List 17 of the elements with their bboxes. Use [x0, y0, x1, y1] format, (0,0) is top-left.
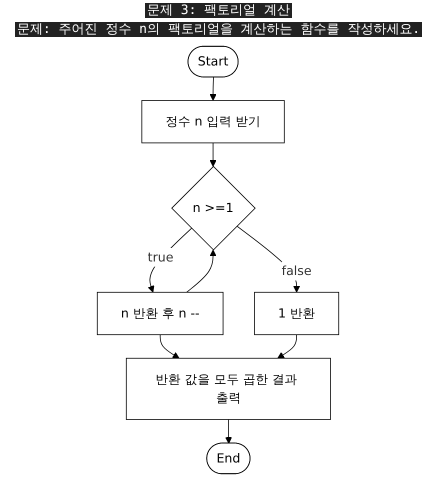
edge-label: true [148, 250, 174, 264]
arrow [210, 76, 217, 101]
problem-text: 문제: 주어진 정수 n의 팩토리얼을 계산하는 함수를 작성하세요. [14, 22, 422, 37]
flowchart: false true Start 정수 n 입력 받기 n >=1 n 반환 후 n -- 1 반환 반환 값을 모두 곱한 결과 출력 End [91, 40, 346, 480]
node-box [142, 100, 286, 144]
edge-label: false [282, 263, 312, 278]
node-diamond [172, 166, 256, 250]
title: 문제 3: 팩토리얼 계산 [144, 3, 292, 18]
node-box [254, 292, 340, 336]
node-box [126, 358, 332, 420]
arrow [226, 419, 233, 444]
node-box [97, 292, 224, 336]
arrow [278, 334, 298, 359]
arrow [186, 250, 217, 293]
arrow [148, 228, 192, 293]
arrow [210, 142, 217, 167]
arrow [160, 334, 180, 359]
